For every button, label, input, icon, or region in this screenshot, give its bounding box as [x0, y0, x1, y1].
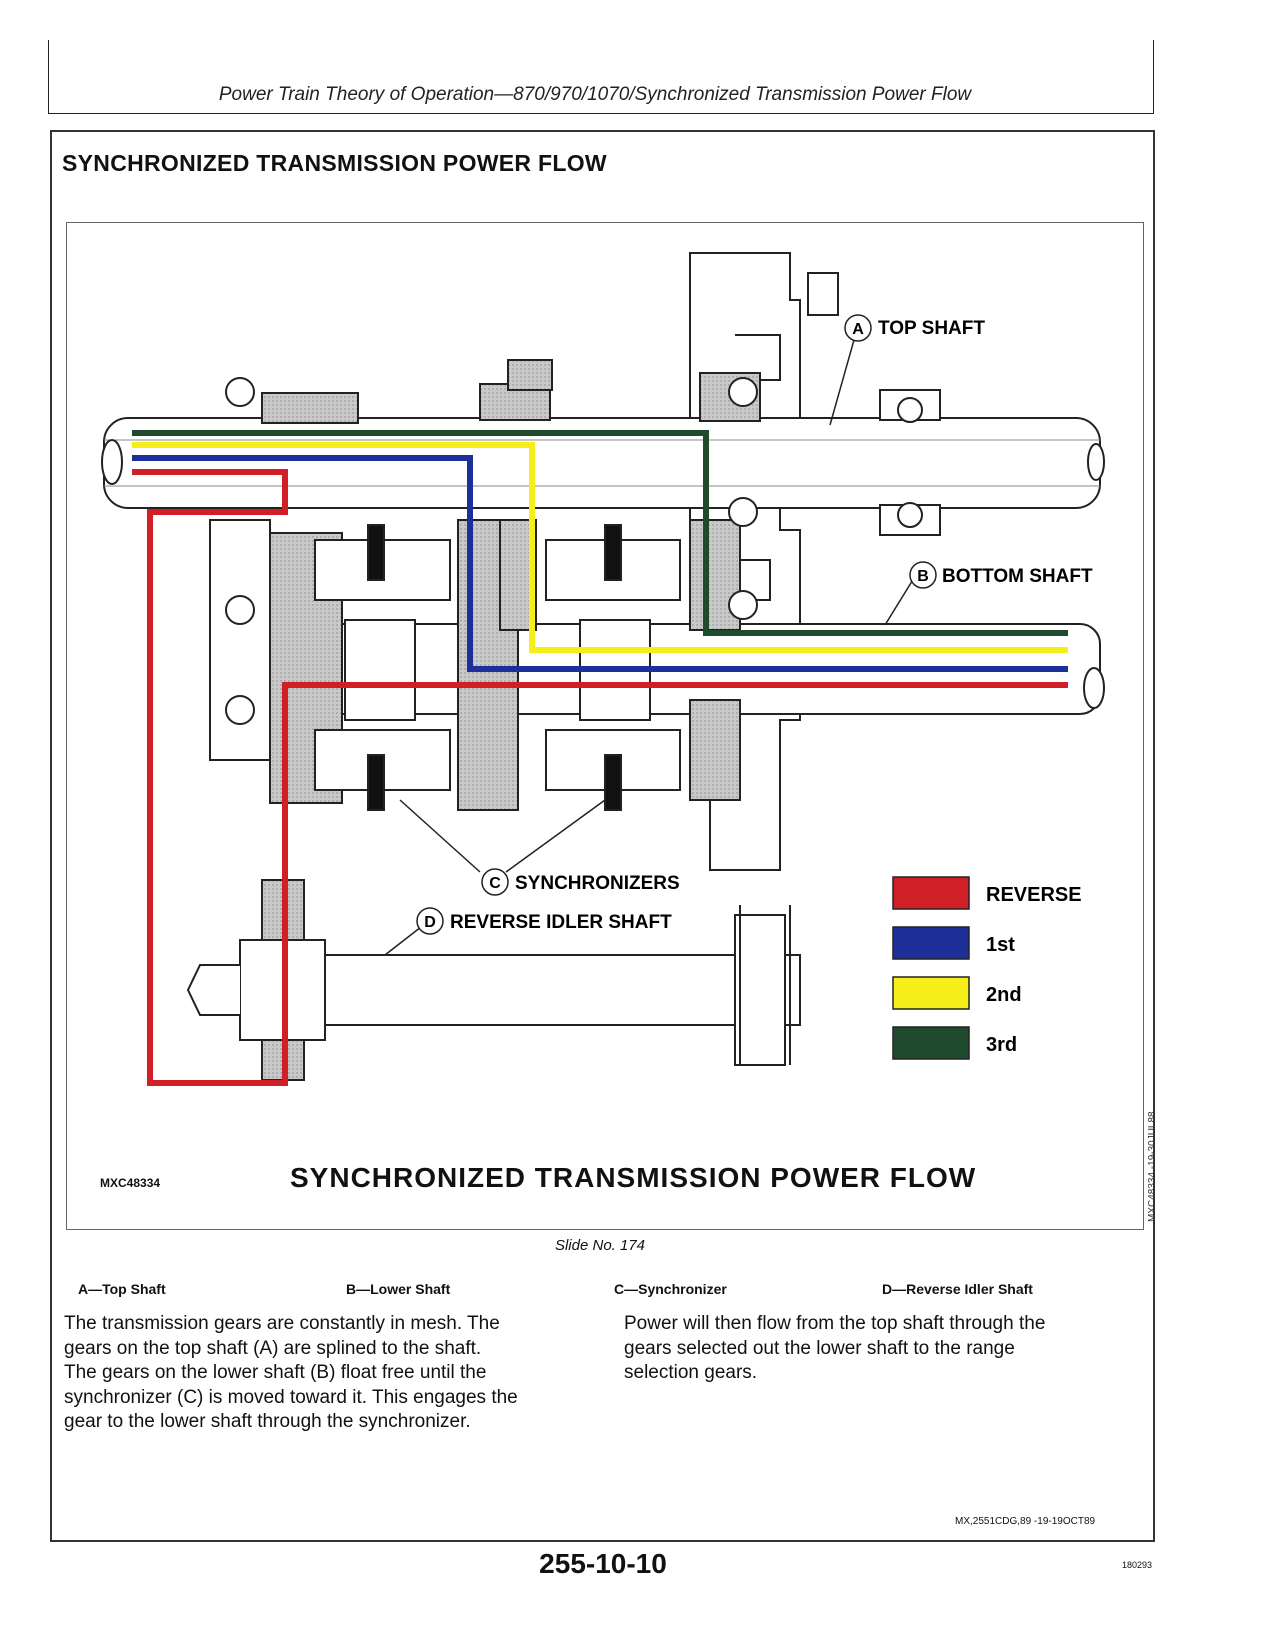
legend-swatch-1st: [892, 926, 970, 960]
reverse-idler-shaft: [186, 879, 801, 1081]
legend-swatch-2nd: [892, 976, 970, 1010]
corner-code: 180293: [1122, 1560, 1153, 1570]
section-title: SYNCHRONIZED TRANSMISSION POWER FLOW: [62, 150, 607, 176]
footer-code: MX,2551CDG,89 -19-19OCT89: [955, 1516, 1096, 1527]
paragraph-left-line: gear to the lower shaft through the sync…: [64, 1411, 471, 1432]
paragraph-left: The transmission gears are constantly in…: [64, 1312, 518, 1435]
leader-lines: [384, 339, 915, 956]
header-rule: [48, 113, 1154, 114]
power-path-reverse-a: [132, 469, 1068, 1086]
legend-item-b: B—Lower Shaft: [346, 1281, 451, 1297]
paragraph-left-line: synchronizer (C) is moved toward it. Thi…: [64, 1386, 518, 1408]
slide-number: Slide No. 174: [554, 1237, 646, 1254]
legend-swatch-3rd: [892, 1026, 970, 1060]
figure-title: SYNCHRONIZED TRANSMISSION POWER FLOW: [290, 1162, 977, 1193]
callout-b-letter: B: [917, 568, 929, 585]
callout-b: B BOTTOM SHAFT: [909, 561, 1093, 589]
legend-label-2nd: 2nd: [986, 984, 1022, 1006]
legend-swatch-reverse: [892, 876, 970, 910]
figure-side-code: MXC48334 -19-30JUL88: [1147, 1111, 1158, 1222]
callout-a: A TOP SHAFT: [844, 314, 985, 342]
power-path-1st: [132, 455, 1068, 672]
paragraph-right: Power will then flow from the top shaft …: [624, 1312, 1045, 1386]
paragraph-right-line: selection gears.: [624, 1362, 758, 1383]
legend-item-c: C—Synchronizer: [614, 1281, 727, 1297]
page-number: 255-10-10: [539, 1548, 667, 1579]
paragraph-left-line: The transmission gears are constantly in…: [64, 1313, 500, 1334]
top-shaft-gears: [225, 359, 941, 536]
paragraph-right-line: gears selected out the lower shaft to th…: [624, 1337, 1015, 1359]
paragraph-right-line: Power will then flow from the top shaft …: [624, 1313, 1046, 1334]
color-legend: REVERSE 1st 2nd 3rd: [892, 876, 1082, 1060]
power-path-3rd: [132, 430, 1068, 636]
header-rule-left: [48, 40, 49, 114]
power-flow-paths: [132, 430, 1068, 1086]
paragraph-left-line: gears on the top shaft (A) are splined t…: [64, 1337, 482, 1359]
callout-c-text: SYNCHRONIZERS: [515, 873, 680, 894]
legend-label-3rd: 3rd: [986, 1034, 1017, 1056]
callout-c-letter: C: [489, 875, 501, 892]
callout-a-text: TOP SHAFT: [878, 318, 985, 339]
callout-c: C SYNCHRONIZERS: [481, 868, 680, 896]
legend-label-reverse: REVERSE: [986, 884, 1082, 906]
synchronizer-right: [545, 524, 681, 811]
legend-label-1st: 1st: [986, 934, 1015, 956]
synchronizer-left: [314, 524, 451, 811]
callout-b-text: BOTTOM SHAFT: [942, 566, 1093, 587]
callout-d-text: REVERSE IDLER SHAFT: [450, 912, 672, 933]
figure-frame: [66, 222, 1144, 1230]
header-rule-right: [1153, 40, 1154, 114]
callout-d-letter: D: [424, 914, 436, 931]
top-shaft: [101, 417, 1105, 509]
power-path-2nd: [132, 442, 1068, 653]
callout-a-letter: A: [852, 321, 864, 338]
paragraph-left-line: The gears on the lower shaft (B) float f…: [64, 1362, 487, 1383]
content-frame: [50, 130, 1155, 1542]
legend-item-d: D—Reverse Idler Shaft: [882, 1281, 1033, 1297]
figure-id: MXC48334: [100, 1176, 161, 1190]
callout-d: D REVERSE IDLER SHAFT: [416, 907, 672, 935]
legend-item-a: A—Top Shaft: [78, 1281, 166, 1297]
running-head: Power Train Theory of Operation—870/970/…: [218, 84, 972, 105]
